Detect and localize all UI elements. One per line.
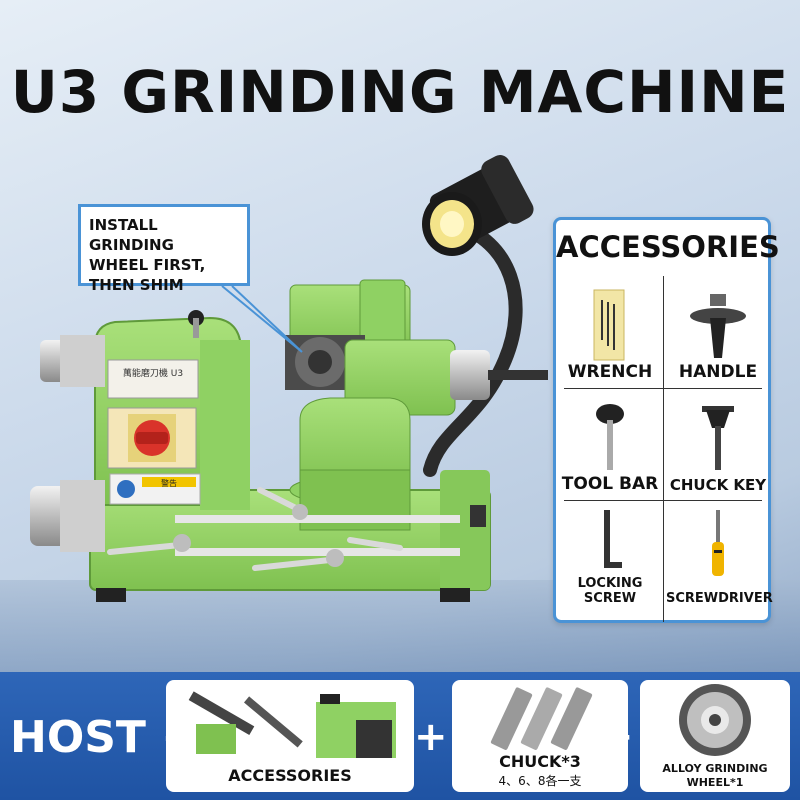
- accessory-tool-bar: TOOL BAR: [558, 392, 662, 500]
- chuck-key-icon: [702, 406, 734, 470]
- accessory-locking-screw-label: LOCKING SCREW: [558, 576, 662, 606]
- accessory-chuck-key-label: CHUCK KEY: [669, 476, 767, 494]
- callout-line-1: INSTALL GRINDING: [89, 216, 174, 254]
- callout-line-3: THEN SHIM: [89, 276, 184, 294]
- chuck-label: CHUCK*3: [499, 752, 581, 771]
- callout-line-2: WHEEL FIRST,: [89, 256, 206, 274]
- chuck-icon: [490, 687, 593, 750]
- grinding-wheel-label-line-2: WHEEL*1: [686, 776, 744, 789]
- tool-bar-icon: [596, 404, 624, 470]
- panel-divider-2: [564, 500, 762, 501]
- accessories-bundle-icon: [188, 691, 396, 758]
- accessory-screwdriver: SCREWDRIVER: [666, 504, 773, 612]
- accessory-tool-bar-label: TOOL BAR: [561, 474, 659, 494]
- grinding-wheel-label-line-1: ALLOY GRINDING: [662, 762, 768, 775]
- grinding-wheel-card: ALLOY GRINDING WHEEL*1: [640, 680, 790, 792]
- accessory-handle-label: HANDLE: [678, 362, 758, 382]
- accessory-chuck-key: CHUCK KEY: [666, 392, 770, 500]
- accessories-panel: ACCESSORIES WRENCH HANDLE: [553, 217, 780, 623]
- plus-sign-2: +: [600, 714, 634, 760]
- page-title: U3 GRINDING MACHINE: [10, 58, 790, 126]
- chuck-sizes: 4、6、8各一支: [498, 774, 582, 788]
- accessory-handle: HANDLE: [666, 280, 770, 388]
- accessory-wrench-label: WRENCH: [567, 362, 653, 382]
- accessory-wrench: WRENCH: [558, 280, 662, 388]
- accessories-bundle-card: ACCESSORIES: [166, 680, 414, 792]
- nameplate-text: 萬能磨刀機 U3: [123, 367, 183, 379]
- grinding-wheel-icon: [679, 684, 751, 756]
- warning-label-text: 警告: [161, 478, 177, 488]
- screwdriver-icon: [712, 510, 724, 576]
- install-instruction-callout: INSTALL GRINDING WHEEL FIRST, THEN SHIM: [78, 204, 250, 294]
- accessories-panel-title: ACCESSORIES: [556, 230, 780, 264]
- locking-screw-label-line-1: LOCKING: [577, 576, 643, 591]
- panel-divider-vertical: [663, 276, 664, 622]
- accessory-screwdriver-label: SCREWDRIVER: [666, 591, 773, 606]
- accessories-bundle-label: ACCESSORIES: [228, 766, 352, 785]
- accessory-locking-screw: LOCKING SCREW: [558, 504, 662, 612]
- panel-divider-1: [564, 388, 762, 389]
- locking-screw-icon: [604, 510, 622, 568]
- plus-sign-1: +: [414, 714, 448, 760]
- locking-screw-label-line-2: SCREW: [583, 591, 637, 606]
- wrench-icon: [593, 289, 625, 361]
- handle-icon: [690, 294, 746, 358]
- chuck-card: CHUCK*3 4、6、8各一支: [452, 680, 628, 792]
